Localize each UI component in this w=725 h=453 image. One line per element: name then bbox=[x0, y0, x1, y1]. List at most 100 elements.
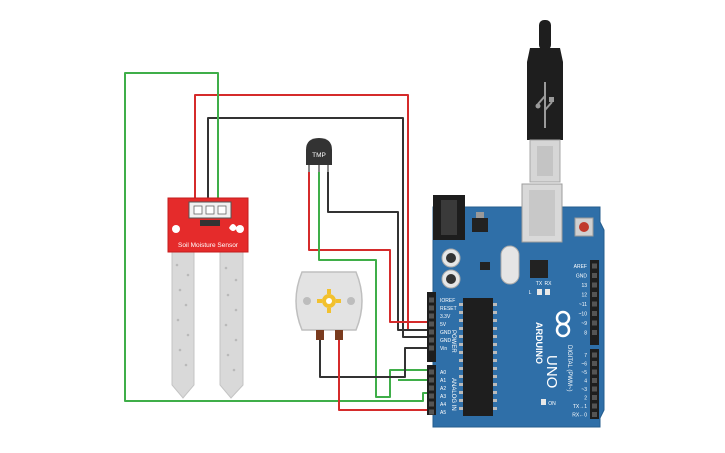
digital-pin[interactable] bbox=[592, 330, 597, 335]
soil-pin-vcc bbox=[193, 205, 203, 215]
digital-pin-label: ~9 bbox=[581, 321, 587, 327]
crystal-oscillator bbox=[500, 245, 520, 285]
arduino-usb-socket-inner bbox=[529, 190, 555, 236]
wire-tmp-vcc[interactable] bbox=[308, 172, 438, 323]
atmega-leg bbox=[459, 327, 463, 330]
analog-pin[interactable] bbox=[429, 401, 434, 407]
wire-motor-gnd[interactable] bbox=[319, 340, 438, 378]
digital-pin-label: 13 bbox=[581, 283, 587, 289]
wire-tmp-gnd[interactable] bbox=[327, 172, 438, 331]
capacitors bbox=[441, 248, 461, 289]
digital-pin[interactable] bbox=[592, 301, 597, 307]
power-pin[interactable] bbox=[429, 305, 434, 311]
power-pin[interactable] bbox=[429, 297, 434, 303]
digital-pin[interactable] bbox=[592, 311, 597, 316]
power-jack-inner bbox=[441, 200, 457, 235]
motor-screw-icon bbox=[347, 297, 355, 305]
soil-chip bbox=[200, 220, 220, 226]
digital-pin[interactable] bbox=[592, 352, 597, 358]
usb-cable[interactable] bbox=[527, 20, 563, 183]
atmega-leg bbox=[459, 367, 463, 370]
atmega-leg bbox=[493, 399, 497, 402]
digital-pin[interactable] bbox=[592, 292, 597, 297]
digital-pin-label: ~5 bbox=[581, 370, 587, 376]
power-pin[interactable] bbox=[429, 329, 434, 335]
analog-pin[interactable] bbox=[429, 385, 434, 391]
usb-b-inner bbox=[537, 146, 553, 176]
digital-pin[interactable] bbox=[592, 378, 597, 383]
wire-tmp-signal[interactable] bbox=[318, 172, 438, 398]
digital-pin[interactable] bbox=[592, 412, 597, 417]
arduino-logo-icon bbox=[555, 310, 571, 338]
atmega-leg bbox=[459, 383, 463, 386]
digital-pin[interactable] bbox=[592, 320, 597, 326]
analog-pin[interactable] bbox=[429, 369, 434, 375]
digital-pin[interactable] bbox=[592, 273, 597, 278]
soil-probe-right bbox=[219, 251, 244, 399]
atmega-leg bbox=[493, 407, 497, 410]
probe-dots bbox=[175, 263, 238, 372]
digital-pin-label: ~11 bbox=[579, 302, 587, 308]
usb-cable-strain-relief bbox=[539, 20, 551, 50]
soil-probe-left bbox=[171, 251, 195, 399]
led-tx-label: TX bbox=[536, 281, 543, 287]
atmega-leg bbox=[493, 375, 497, 378]
digital-pin-label: 12 bbox=[581, 293, 587, 299]
status-leds: TX RX L ON bbox=[529, 281, 557, 407]
power-pin-label: 5V bbox=[440, 322, 447, 328]
motor-screw-icon bbox=[303, 297, 311, 305]
dc-motor[interactable] bbox=[295, 271, 363, 340]
wire-soil-gnd[interactable] bbox=[207, 117, 438, 338]
led-rx-label: RX bbox=[545, 281, 553, 287]
motor-gear-icon bbox=[317, 289, 341, 313]
digital-pin[interactable] bbox=[592, 263, 597, 269]
digital-pin-label: GND bbox=[576, 274, 588, 280]
analog-pin[interactable] bbox=[429, 377, 434, 383]
digital-pin-label: 4 bbox=[584, 379, 587, 385]
wire-soil-signal[interactable] bbox=[124, 72, 438, 402]
digital-pin-label: ~6 bbox=[581, 362, 587, 368]
digital-pin[interactable] bbox=[592, 282, 597, 288]
digital-pin-label: 8 bbox=[584, 331, 587, 337]
analog-pin[interactable] bbox=[429, 409, 434, 415]
analog-header-label: ANALOG IN bbox=[450, 378, 456, 411]
digital-pin[interactable] bbox=[592, 386, 597, 392]
regulator-tab bbox=[476, 212, 484, 218]
temperature-sensor[interactable]: TMP bbox=[306, 138, 332, 172]
atmega-leg bbox=[459, 359, 463, 362]
soil-pin-gnd bbox=[205, 205, 215, 215]
power-header-pins bbox=[429, 297, 434, 351]
tmp-sensor-label: TMP bbox=[312, 152, 326, 159]
analog-pin[interactable] bbox=[429, 393, 434, 399]
power-pin[interactable] bbox=[429, 321, 434, 327]
analog-pin-label: A0 bbox=[440, 370, 446, 376]
atmega-leg bbox=[493, 319, 497, 322]
power-pin[interactable] bbox=[429, 345, 434, 351]
digital-header-bottom bbox=[590, 349, 599, 419]
power-pin[interactable] bbox=[429, 337, 434, 343]
tmp-sensor-body bbox=[306, 138, 332, 165]
reset-button-cap[interactable] bbox=[579, 222, 589, 232]
mount-hole-icon bbox=[172, 225, 180, 233]
digital-pin[interactable] bbox=[592, 403, 597, 409]
analog-header-pins bbox=[429, 369, 434, 415]
atmega-leg bbox=[459, 343, 463, 346]
atmega-leg bbox=[493, 367, 497, 370]
power-pin[interactable] bbox=[429, 313, 434, 319]
soil-moisture-sensor[interactable]: Soil Moisture Sensor bbox=[167, 197, 249, 399]
power-pin-label: Vin bbox=[440, 346, 447, 352]
analog-pin-label: A1 bbox=[440, 378, 446, 384]
wire-motor-power[interactable] bbox=[338, 340, 438, 411]
digital-header-label: DIGITAL (PWM~) bbox=[566, 345, 572, 392]
digital-pin[interactable] bbox=[592, 369, 597, 375]
digital-pin[interactable] bbox=[592, 395, 597, 400]
led-on-label: ON bbox=[548, 401, 556, 407]
led-l-label: L bbox=[529, 290, 532, 296]
digital-pin[interactable] bbox=[592, 361, 597, 366]
atmega-leg bbox=[459, 303, 463, 306]
arduino-uno-board[interactable]: TX RX L ON ARDUINO UNO DIGITAL (PWM~) IO… bbox=[427, 183, 605, 428]
digital-pin-label: ~3 bbox=[581, 387, 587, 393]
